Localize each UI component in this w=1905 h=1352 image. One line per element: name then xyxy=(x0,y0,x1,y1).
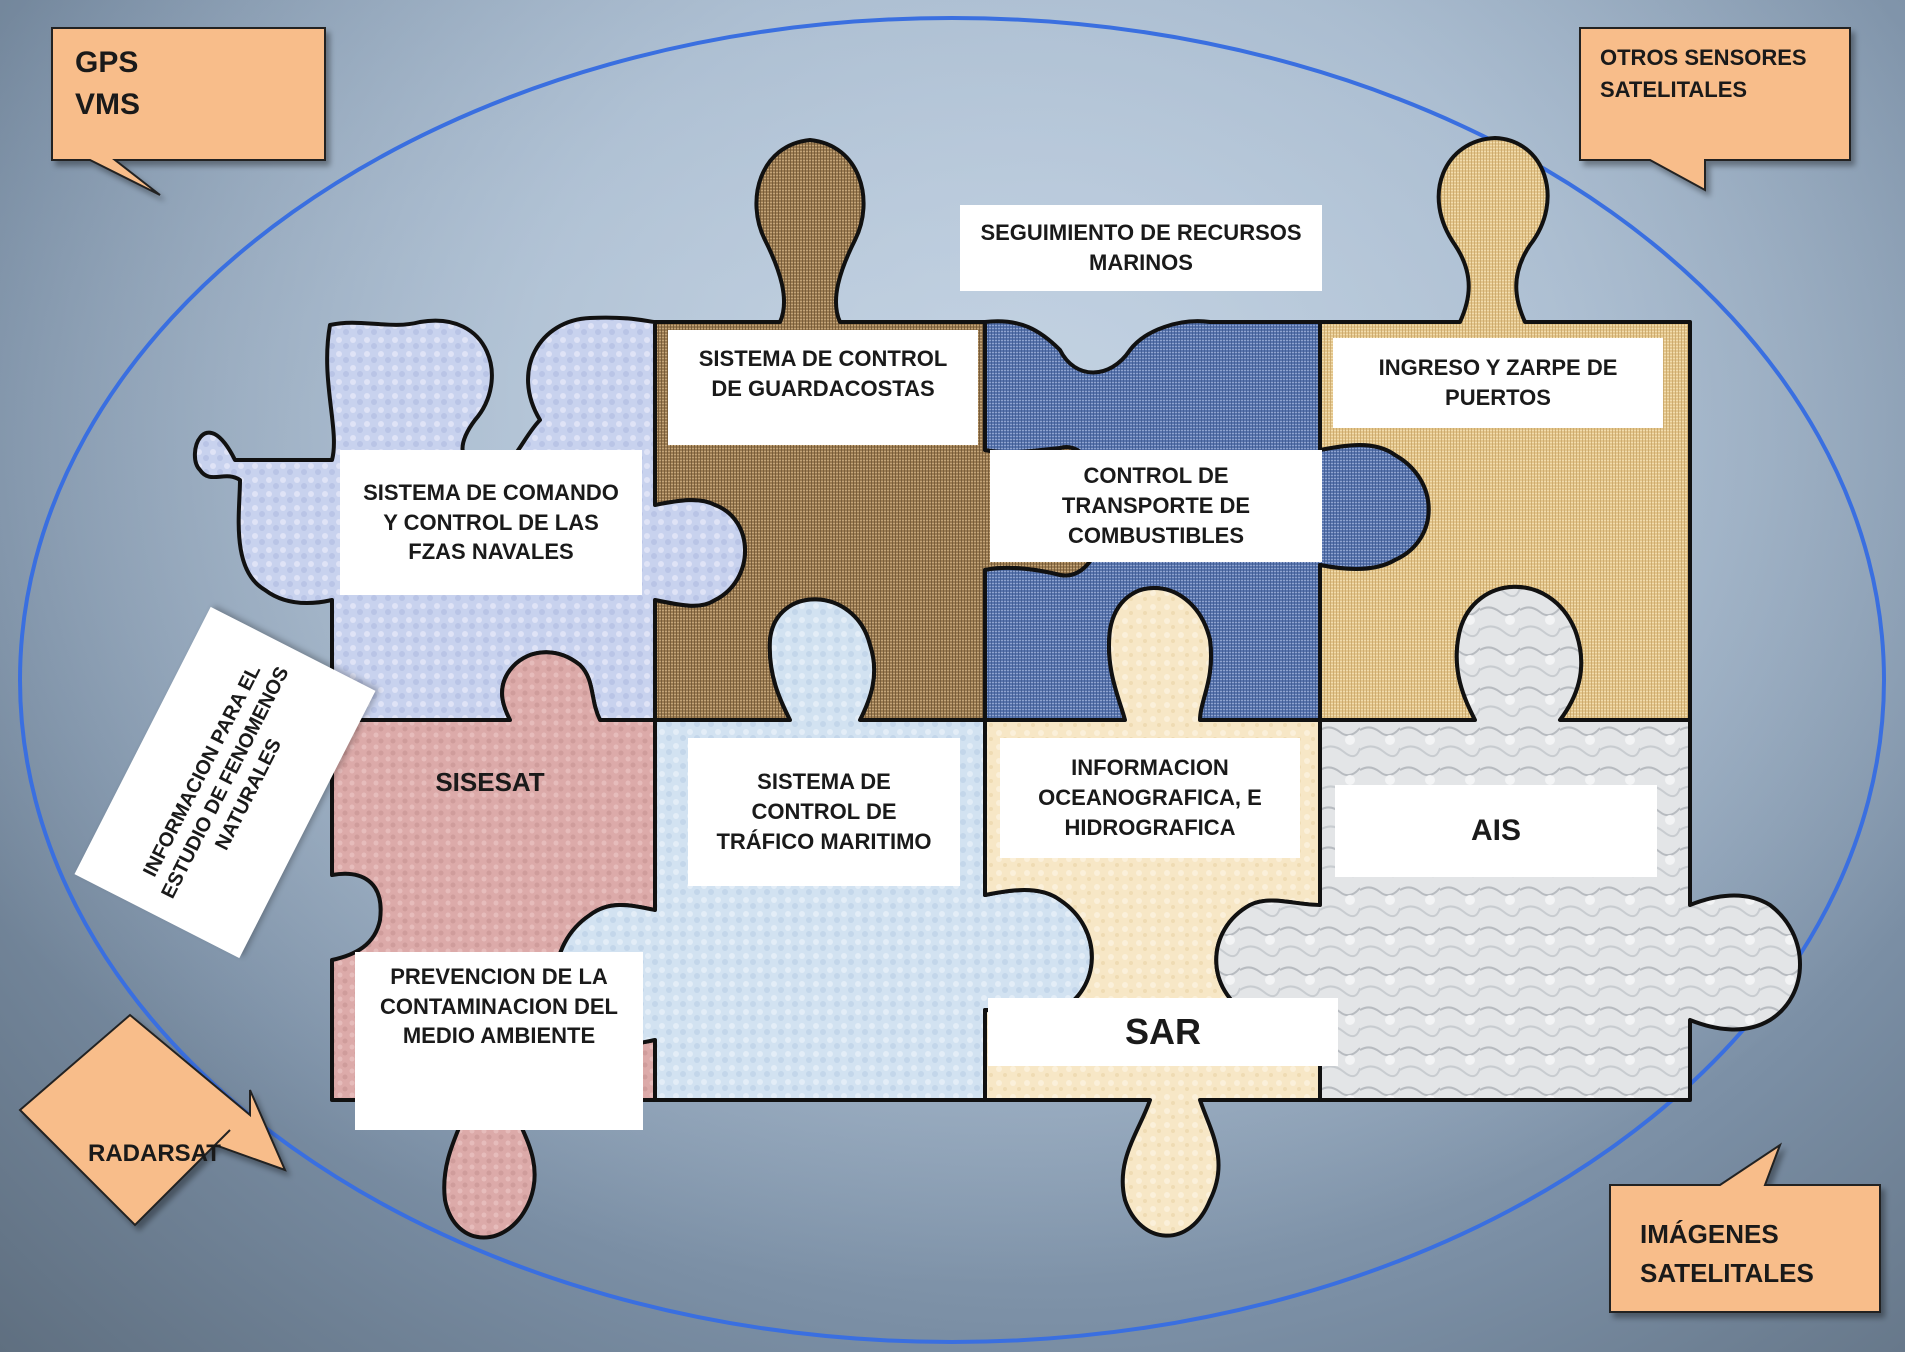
callout-otros-shape xyxy=(1579,27,1851,192)
label-sar: SAR xyxy=(988,998,1338,1066)
callout-gps-text: GPS VMS xyxy=(75,46,141,121)
outer-ellipse xyxy=(18,16,1886,1344)
label-guardacostas: SISTEMA DE CONTROL DE GUARDACOSTAS xyxy=(668,330,978,445)
label-combustibles: CONTROL DE TRANSPORTE DE COMBUSTIBLES xyxy=(990,450,1322,562)
callout-radarsat-text: RADARSAT xyxy=(88,1140,221,1167)
callout-imagenes-text: IMÁGENES SATELITALES xyxy=(1640,1219,1814,1288)
label-comando: SISTEMA DE COMANDO Y CONTROL DE LAS FZAS… xyxy=(340,450,642,595)
label-prevencion: PREVENCION DE LA CONTAMINACION DEL MEDIO… xyxy=(355,952,643,1130)
callout-imagenes-shape xyxy=(1609,1142,1881,1313)
label-ingreso: INGRESO Y ZARPE DE PUERTOS xyxy=(1333,338,1663,428)
callout-radarsat-shape xyxy=(18,1013,287,1227)
callout-otros-text: OTROS SENSORES SATELITALES xyxy=(1600,45,1807,102)
label-sisesat: SISESAT xyxy=(435,766,545,797)
callout-gps-shape xyxy=(51,27,326,196)
label-oceanografica: INFORMACION OCEANOGRAFICA, E HIDROGRAFIC… xyxy=(1000,738,1300,858)
label-ais: AIS xyxy=(1335,785,1657,877)
label-trafico: SISTEMA DE CONTROL DE TRÁFICO MARITIMO xyxy=(688,738,960,886)
label-seguimiento: SEGUIMIENTO DE RECURSOS MARINOS xyxy=(960,205,1322,291)
